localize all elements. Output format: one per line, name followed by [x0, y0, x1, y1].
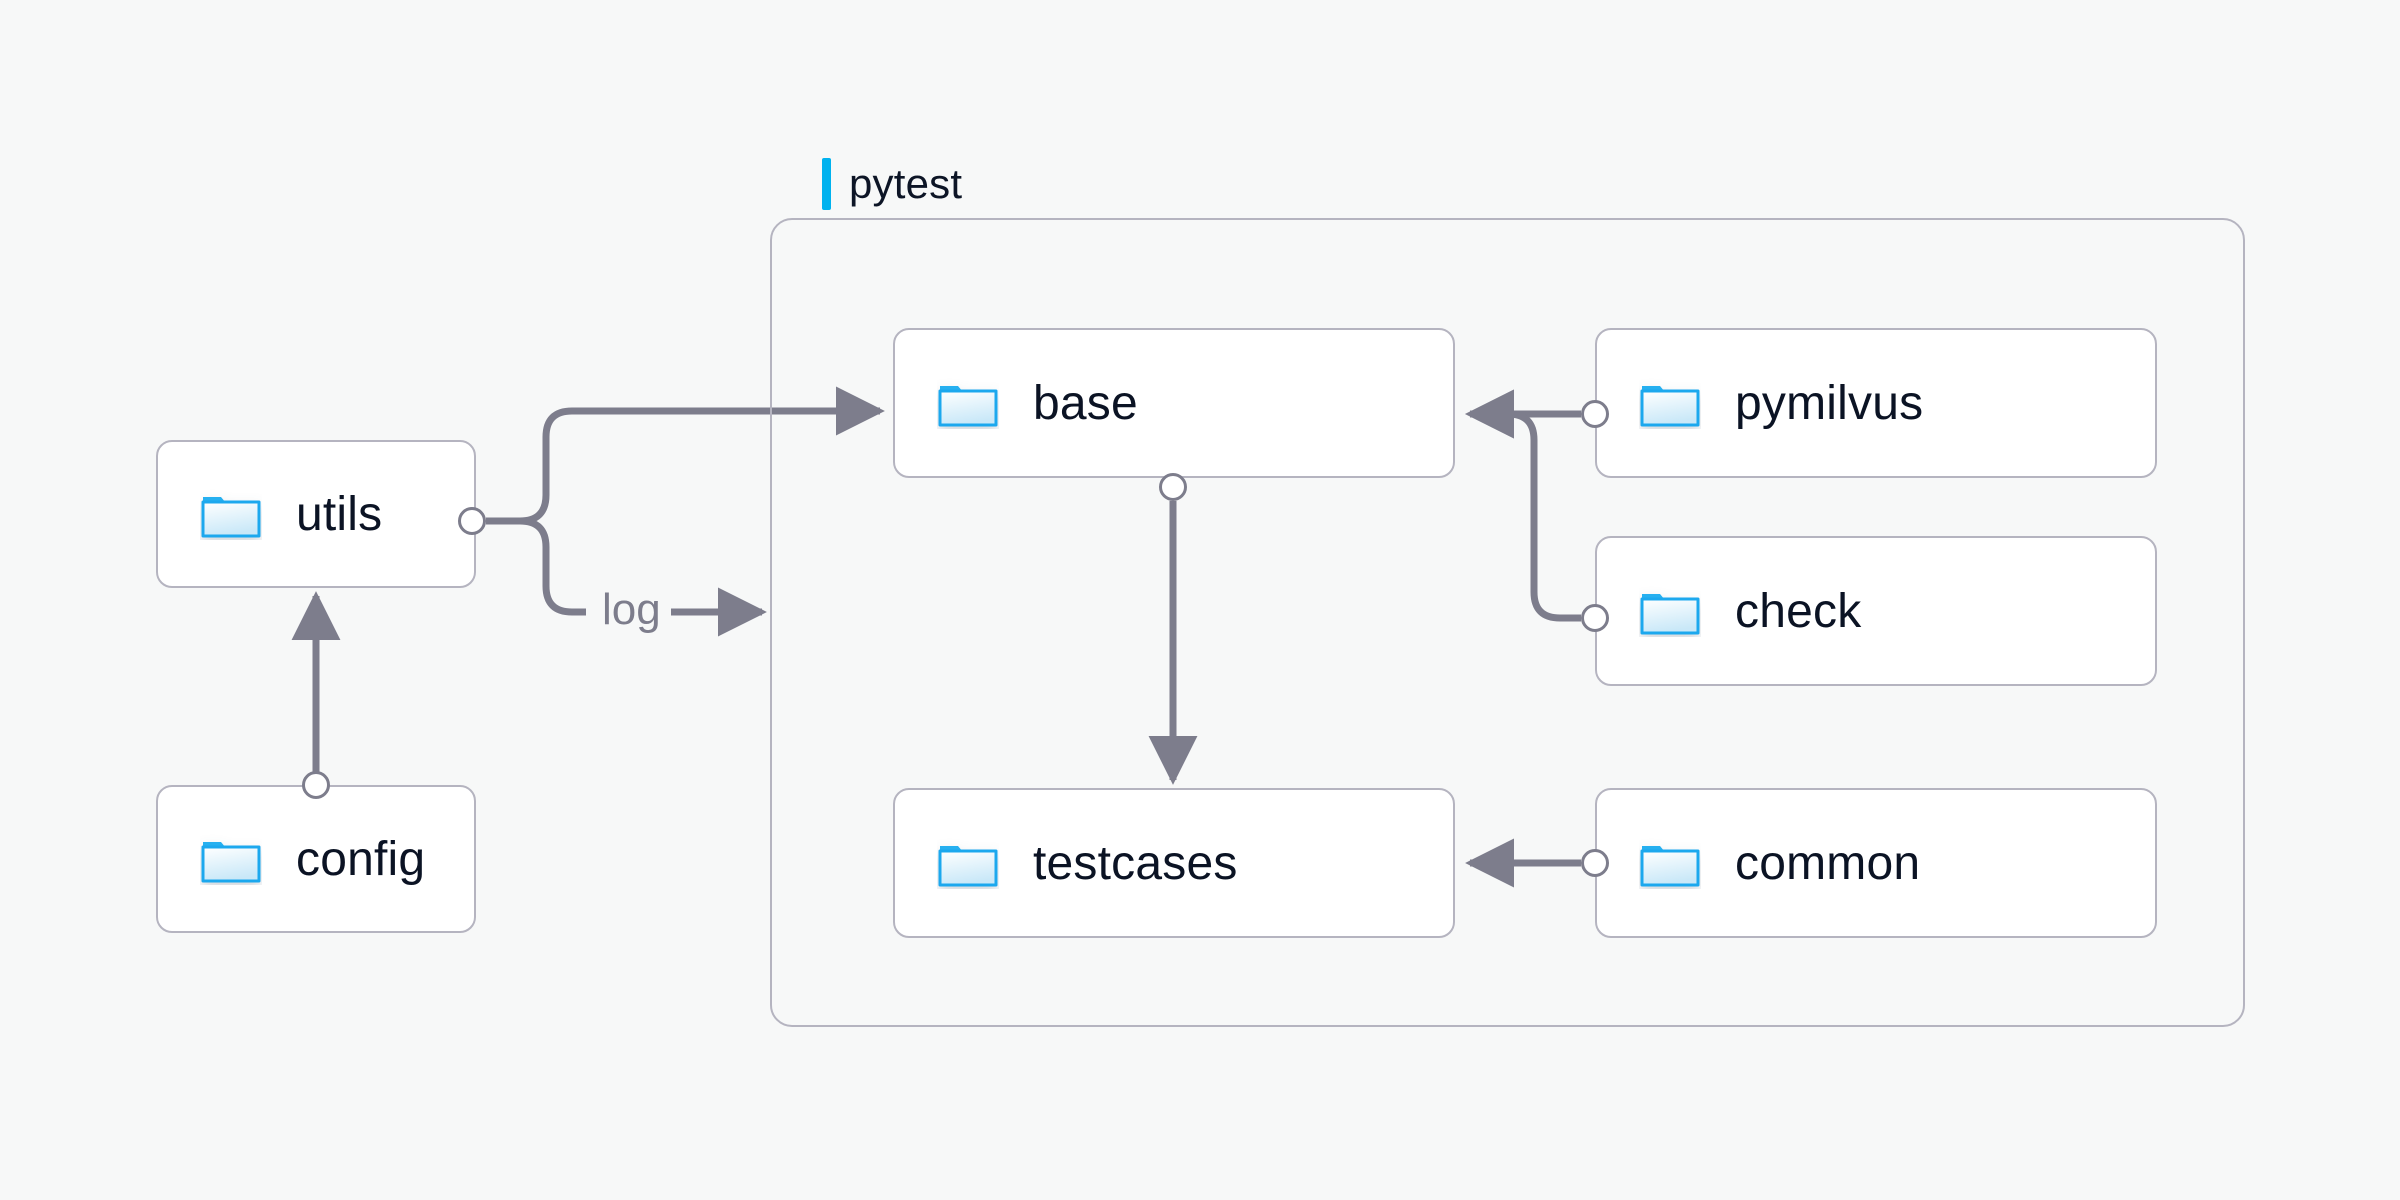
- group-pytest[interactable]: [770, 218, 2245, 1027]
- port-pymilvus-left[interactable]: [1581, 400, 1609, 428]
- port-config-top[interactable]: [302, 771, 330, 799]
- port-utils-right[interactable]: [458, 507, 486, 535]
- node-base[interactable]: base: [893, 328, 1455, 478]
- node-config[interactable]: config: [156, 785, 476, 933]
- folder-icon: [201, 842, 261, 883]
- node-utils[interactable]: utils: [156, 440, 476, 588]
- port-check-left[interactable]: [1581, 604, 1609, 632]
- folder-icon: [1640, 594, 1700, 635]
- folder-icon: [938, 386, 998, 427]
- group-accent-bar: [822, 158, 831, 210]
- port-base-bottom[interactable]: [1159, 473, 1187, 501]
- node-testcases[interactable]: testcases: [893, 788, 1455, 938]
- edge-check-to-base: [1465, 389, 1581, 622]
- node-label: pymilvus: [1735, 376, 1924, 430]
- node-label: utils: [296, 487, 383, 541]
- edge-utils-to-pytest-log-left: [486, 517, 586, 616]
- edge-label-log: log: [592, 588, 671, 632]
- folder-icon: [201, 497, 261, 538]
- node-label: common: [1735, 836, 1921, 890]
- group-pytest-label: pytest: [812, 155, 977, 213]
- node-label: testcases: [1033, 836, 1238, 890]
- node-label: base: [1033, 376, 1138, 430]
- node-common[interactable]: common: [1595, 788, 2157, 938]
- node-label: config: [296, 832, 426, 886]
- folder-icon: [938, 846, 998, 887]
- group-title: pytest: [849, 160, 963, 207]
- node-pymilvus[interactable]: pymilvus: [1595, 328, 2157, 478]
- port-common-left[interactable]: [1581, 849, 1609, 877]
- node-label: check: [1735, 584, 1862, 638]
- node-check[interactable]: check: [1595, 536, 2157, 686]
- folder-icon: [1640, 386, 1700, 427]
- folder-icon: [1640, 846, 1700, 887]
